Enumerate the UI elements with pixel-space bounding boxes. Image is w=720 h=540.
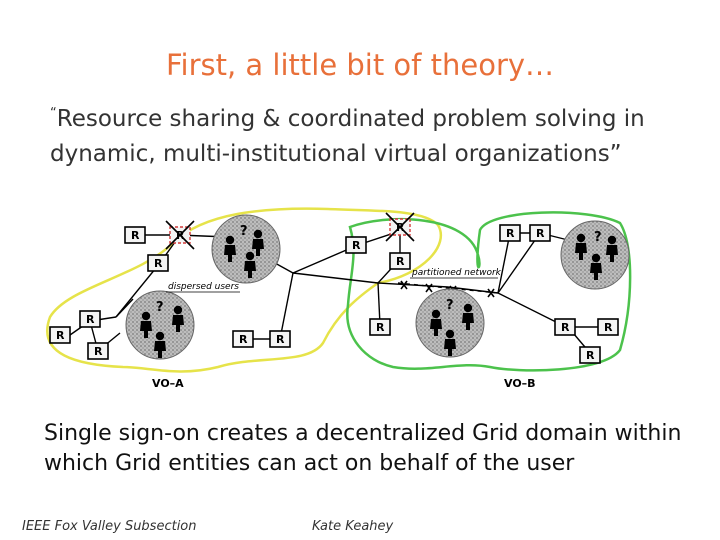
svg-text:R: R <box>94 345 103 358</box>
svg-text:R: R <box>56 329 65 342</box>
user-group: ? <box>125 290 195 360</box>
user-group: ? <box>415 288 485 358</box>
svg-text:R: R <box>376 321 385 334</box>
unknown-user-mark: ? <box>240 224 248 239</box>
resource-node: R <box>232 330 254 348</box>
svg-text:R: R <box>352 239 361 252</box>
user-group: ? <box>560 220 630 290</box>
svg-text:R: R <box>506 227 515 240</box>
svg-text:R: R <box>154 257 163 270</box>
svg-text:R: R <box>239 333 248 346</box>
resource-node: R <box>147 254 169 272</box>
footer-author: Kate Keahey <box>312 519 394 534</box>
svg-text:R: R <box>131 229 140 242</box>
resource-node: R <box>499 224 521 242</box>
svg-text:R: R <box>561 321 570 334</box>
failed-resource-node: R <box>385 212 415 242</box>
caption: Single sign-on creates a decentralized G… <box>44 421 682 476</box>
vo-b-boundary <box>346 211 632 372</box>
resource-node: R <box>529 224 551 242</box>
resource-node: R <box>389 252 411 270</box>
quote-open-mark: “ <box>50 106 57 121</box>
svg-text:R: R <box>276 333 285 346</box>
unknown-user-mark: ? <box>594 230 602 245</box>
quote-text: Resource sharing & coordinated problem s… <box>50 106 645 167</box>
resource-node: R <box>124 226 146 244</box>
svg-text:R: R <box>536 227 545 240</box>
resource-node: R <box>87 342 109 360</box>
vo-a-label: VO–A <box>152 377 184 390</box>
svg-text:R: R <box>586 349 595 362</box>
unknown-user-mark: ? <box>446 298 454 313</box>
slide-title: First, a little bit of theory… <box>165 48 555 82</box>
failed-resource-node: R <box>165 220 195 250</box>
resource-node: R <box>345 236 367 254</box>
virtual-organization-diagram: ? ? ? ? R R R R R R R R <box>46 207 632 390</box>
resource-node: R <box>79 310 101 328</box>
footer-organization: IEEE Fox Valley Subsection <box>22 519 197 534</box>
user-group: ? <box>211 214 281 284</box>
resource-node: R <box>597 318 619 336</box>
resource-node: R <box>579 346 601 364</box>
resource-node: R <box>554 318 576 336</box>
svg-text:R: R <box>86 313 95 326</box>
dispersed-users-label: dispersed users <box>168 282 239 292</box>
resource-node: R <box>369 318 391 336</box>
vo-b-label: VO–B <box>504 377 536 390</box>
unknown-user-mark: ? <box>156 300 164 315</box>
partitioned-network-label: partitioned network <box>411 268 502 278</box>
resource-node: R <box>269 330 291 348</box>
quote-block: “Resource sharing & coordinated problem … <box>50 96 670 172</box>
partitioned-network-link <box>397 282 499 294</box>
svg-text:R: R <box>396 255 405 268</box>
resource-node: R <box>49 326 71 344</box>
svg-text:R: R <box>604 321 613 334</box>
